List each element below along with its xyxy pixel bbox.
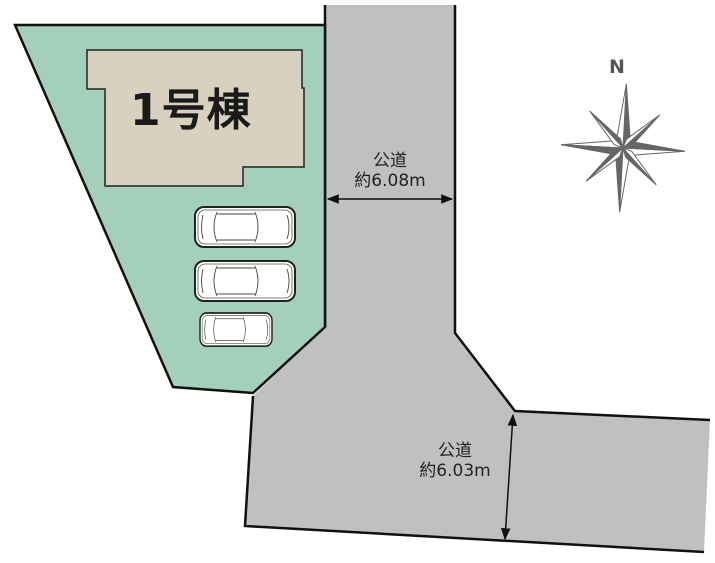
road-name: 公道 <box>373 151 407 171</box>
road-width-arrow-2 <box>500 413 518 541</box>
road-name: 公道 <box>438 441 472 461</box>
road-width: 約6.03m <box>419 461 491 481</box>
compass-rose-icon <box>560 84 686 212</box>
road-width: 約6.08m <box>354 171 426 191</box>
parking-car-3 <box>199 312 273 348</box>
road-label-2: 公道 約6.03m <box>405 441 505 481</box>
building-footprint <box>86 49 305 187</box>
parking-car-2 <box>194 260 296 302</box>
building-label: 1号棟 <box>130 85 252 136</box>
parking-car-1 <box>194 206 296 248</box>
road-label-1: 公道 約6.08m <box>338 151 442 191</box>
north-label: N <box>609 56 625 78</box>
